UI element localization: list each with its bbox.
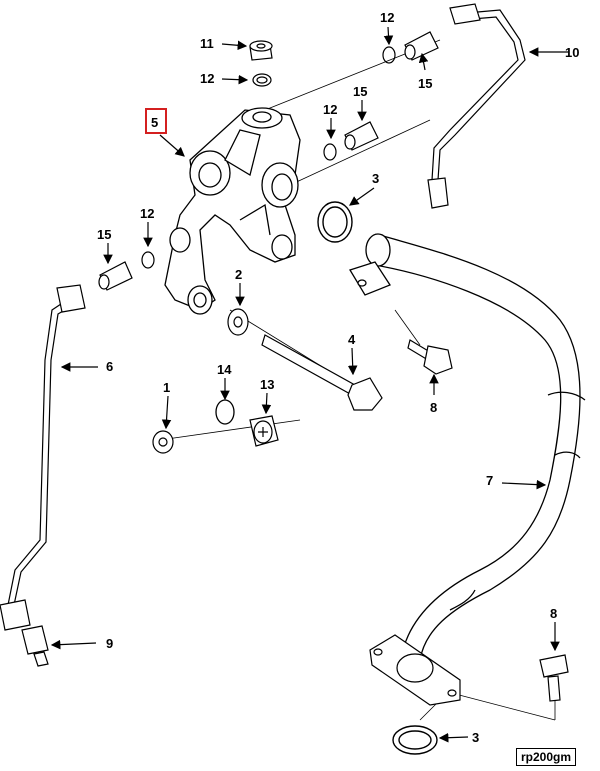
callout-12: 12	[380, 10, 394, 25]
callout-8: 8	[430, 400, 437, 415]
steel-line-upper-part	[427, 3, 526, 209]
callout-3: 3	[472, 730, 479, 745]
hose-flange-part	[369, 634, 461, 706]
callout-13: 13	[260, 377, 274, 392]
steel-line-left-part	[7, 284, 86, 606]
bracket-housing-part	[164, 107, 301, 315]
callout-2: 2	[235, 267, 242, 282]
callout-15: 15	[97, 227, 111, 242]
callout-6: 6	[106, 359, 113, 374]
washer-lower-part	[152, 430, 174, 454]
reference-code: rp200gm	[516, 748, 577, 766]
flange-bolt-part	[407, 339, 569, 702]
callout-15: 15	[418, 76, 432, 91]
callout-14: 14	[217, 362, 232, 377]
callout-5: 5	[151, 115, 158, 130]
callout-7: 7	[486, 473, 493, 488]
plug-part	[249, 415, 279, 447]
o-ring-part	[215, 399, 235, 425]
callout-11: 11	[200, 36, 214, 51]
seal-ring-part	[317, 201, 438, 755]
callout-1: 1	[163, 380, 170, 395]
callout-15: 15	[353, 84, 367, 99]
plug-screw-part	[249, 40, 273, 61]
callout-10: 10	[565, 45, 579, 60]
callout-8: 8	[550, 606, 557, 621]
callout-labels: 11 12 12 15 10 5 12 15 3 12 15 2 4 6 14 …	[97, 10, 579, 745]
callout-4: 4	[348, 332, 356, 347]
highlight-box	[145, 108, 167, 134]
sealing-ring-part	[141, 46, 396, 269]
callout-3: 3	[372, 171, 379, 186]
rubber-hose-part	[349, 233, 586, 666]
callout-9: 9	[106, 636, 113, 651]
callout-12: 12	[323, 102, 337, 117]
callout-12: 12	[140, 206, 154, 221]
callout-12: 12	[200, 71, 214, 86]
union-fitting-part	[98, 31, 439, 291]
washer-part	[227, 308, 249, 336]
line-fitting-lower-part	[0, 599, 49, 667]
leader-arrows	[50, 26, 568, 743]
long-bolt-part	[261, 334, 383, 411]
